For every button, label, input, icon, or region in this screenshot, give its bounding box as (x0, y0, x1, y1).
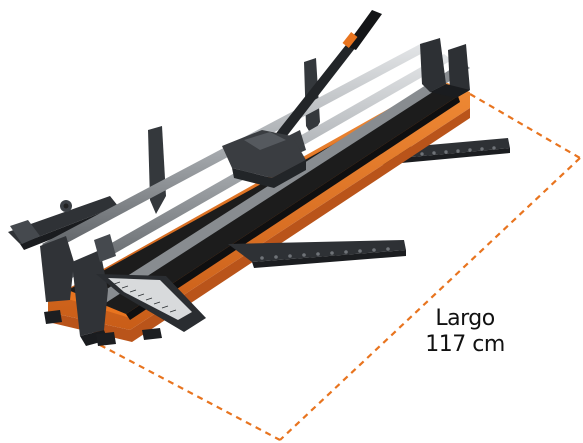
dimension-label-value: 117 cm (425, 332, 505, 357)
base-feet (44, 310, 162, 346)
cutting-bed-edge (126, 96, 460, 320)
rear-end-block (420, 38, 470, 98)
front-extension-arm (228, 240, 406, 268)
cutting-carriage (222, 130, 306, 188)
dimension-line-front (99, 344, 281, 441)
dimension-label: Largo 117 cm (400, 306, 530, 358)
dimension-label-title: Largo (435, 306, 495, 331)
measuring-ruler (96, 274, 206, 332)
dimension-line-length (279, 157, 581, 441)
dimension-lines (99, 93, 581, 441)
